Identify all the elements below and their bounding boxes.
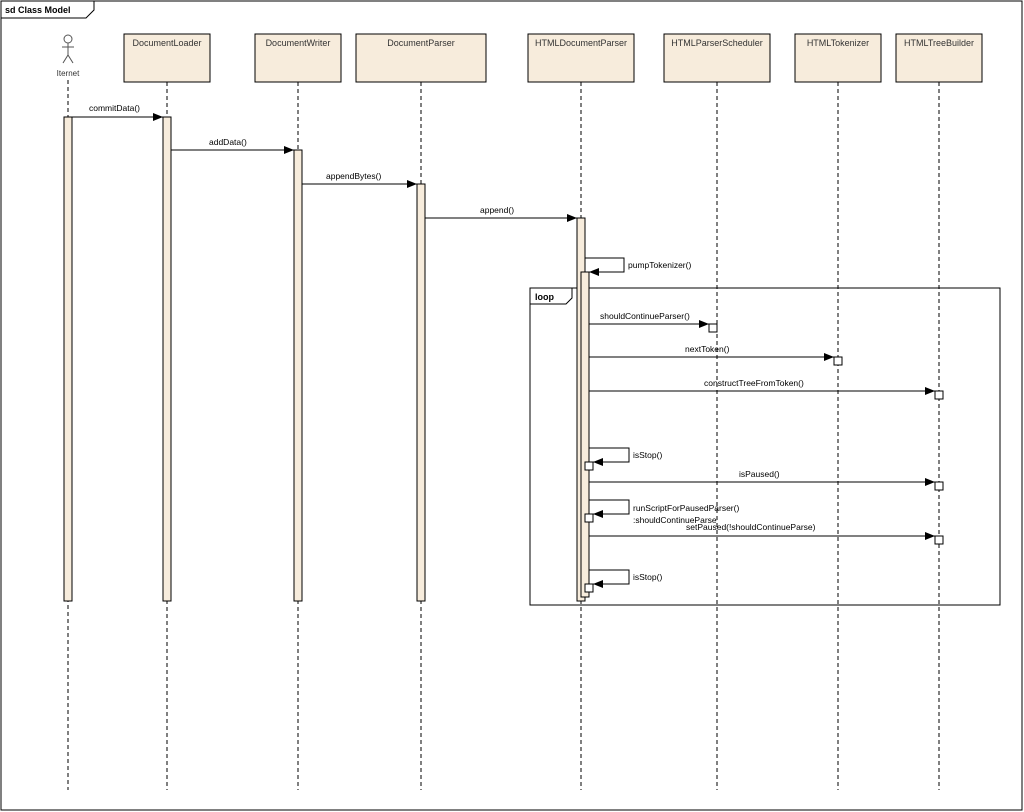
activation-iternet — [63, 116, 73, 602]
msg-label-appendbytes: appendBytes() — [326, 171, 381, 181]
lifeline-label: HTMLParserScheduler — [671, 38, 763, 48]
activation-documentwriter — [293, 149, 303, 602]
execution-boxes — [584, 323, 944, 593]
exec-treebuilder-1 — [934, 390, 944, 400]
msg-label-adddata: addData() — [209, 137, 247, 147]
lifeline-head-documentloader: DocumentLoader — [123, 33, 211, 83]
activation-documentparser — [416, 183, 426, 602]
activation-htmldocumentparser-nested — [580, 271, 590, 598]
lifeline-label: DocumentLoader — [132, 38, 201, 48]
exec-tokenizer — [833, 356, 843, 366]
exec-self-1 — [584, 461, 594, 471]
lifeline-label: HTMLTokenizer — [807, 38, 869, 48]
lifeline-label: HTMLDocumentParser — [535, 38, 627, 48]
msg-label-commitdata: commitData() — [89, 103, 140, 113]
msg-label-isstop-1: isStop() — [633, 450, 662, 460]
msg-label-append: append() — [480, 205, 514, 215]
exec-treebuilder-3 — [934, 535, 944, 545]
msg-pumptokenizer-arrow — [585, 257, 625, 276]
loop-label: loop — [535, 292, 554, 302]
lifeline-head-documentparser: DocumentParser — [355, 33, 487, 83]
loop-fragment: loop — [529, 287, 1001, 606]
lifeline-label: DocumentWriter — [266, 38, 331, 48]
lifeline-label: DocumentParser — [387, 38, 455, 48]
msg-label-constructtree: constructTreeFromToken() — [704, 378, 804, 388]
exec-treebuilder-2 — [934, 481, 944, 491]
actor-label: Iternet — [57, 69, 80, 78]
msg-label-shouldcontinueparse-return: :shouldContinueParse — [633, 515, 717, 525]
msg-label-runscript: runScriptForPausedParser() — [633, 503, 739, 513]
msg-label-setpaused: setPaused(!shouldContinueParse) — [686, 522, 816, 532]
frame-title-tab — [1, 1, 95, 19]
message-labels: commitData() addData() appendBytes() app… — [89, 103, 816, 582]
lifeline-head-htmlparserscheduler: HTMLParserScheduler — [663, 33, 771, 83]
exec-self-2 — [584, 513, 594, 523]
msg-label-ispaused: isPaused() — [739, 469, 780, 479]
msg-isstop-2-arrow — [589, 569, 630, 588]
msg-label-shouldcontinueparser: shouldContinueParser() — [600, 311, 690, 321]
msg-label-nexttoken: nextToken() — [685, 344, 730, 354]
lifeline-label: HTMLTreeBuilder — [904, 38, 974, 48]
actor-iternet: Iternet — [57, 34, 80, 78]
messages — [72, 113, 935, 588]
msg-runscript-arrow — [589, 499, 630, 518]
lifeline-head-htmltokenizer: HTMLTokenizer — [794, 33, 882, 83]
msg-label-isstop-2: isStop() — [633, 572, 662, 582]
activation-documentloader — [162, 116, 172, 602]
activation-bars — [63, 116, 590, 602]
exec-scheduler — [708, 323, 718, 333]
exec-self-3 — [584, 583, 594, 593]
msg-isstop-1-arrow — [589, 447, 630, 466]
lifeline-head-documentwriter: DocumentWriter — [254, 33, 342, 83]
frame-title: sd Class Model — [5, 5, 71, 15]
lifeline-dashed-lines — [67, 80, 940, 790]
lifeline-head-htmltreebuilder: HTMLTreeBuilder — [895, 33, 983, 83]
actor-head-icon — [63, 34, 73, 44]
lifeline-head-htmldocumentparser: HTMLDocumentParser — [527, 33, 635, 83]
msg-label-pumptokenizer: pumpTokenizer() — [628, 260, 691, 270]
